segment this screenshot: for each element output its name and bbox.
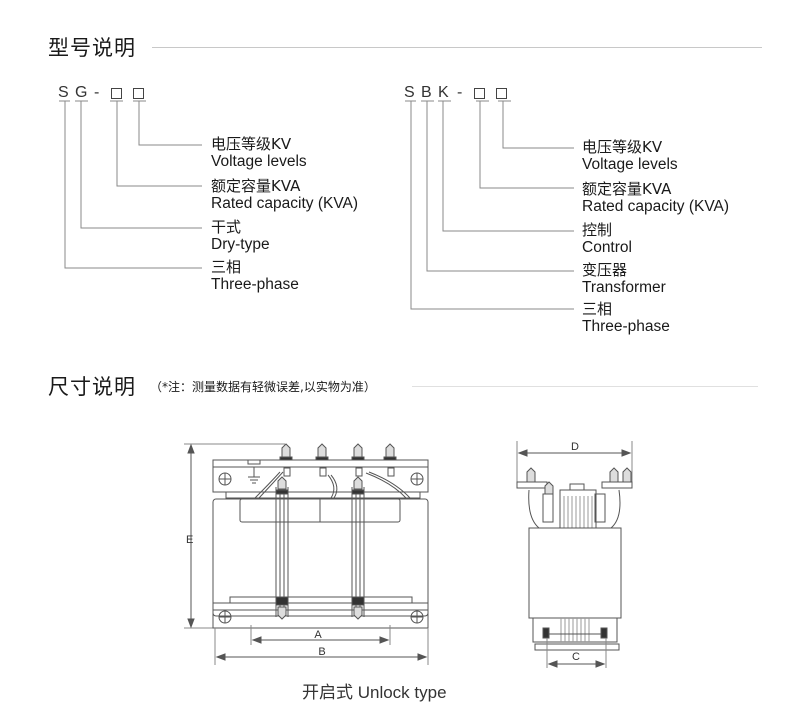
label-en: Three-phase [211,276,299,293]
label-cn: 变压器 [582,261,628,279]
sbk-label-control: 控制 Control [582,221,632,257]
label-en: Three-phase [582,318,670,335]
dimension-label-c: C [572,651,580,663]
sg-label-threephase: 三相 Three-phase [211,258,299,294]
code-dash: - [457,84,463,101]
code-letter-k: K [438,84,449,101]
placeholder-box [496,88,507,99]
code-letter-b: B [421,84,432,101]
label-cn: 控制 [582,221,613,239]
placeholder-box [111,88,122,99]
label-en: Rated capacity (KVA) [582,198,730,215]
label-en: Rated capacity (KVA) [211,195,359,212]
label-en: Transformer [582,279,666,296]
front-view-drawing: E A B [184,443,429,665]
sg-label-capacity: 额定容量KVA Rated capacity (KVA) [211,177,358,213]
placeholder-box [474,88,485,99]
code-letter-s: S [404,84,415,101]
label-cn: 电压等级KV [211,135,292,153]
sbk-label-voltage: 电压等级KV Voltage levels [582,138,678,174]
dimension-divider [412,386,758,387]
terminal [279,443,397,461]
title-divider [152,47,762,48]
label-cn: 三相 [582,300,613,318]
code-letter-g: G [75,84,88,101]
label-en: Voltage levels [582,156,678,173]
sg-label-voltage: 电压等级KV Voltage levels [211,135,307,171]
label-cn: 干式 [211,218,242,236]
sg-model-code: S G - [58,84,158,104]
placeholder-box [133,88,144,99]
dimension-label-b: B [318,646,325,658]
drawing-caption: 开启式 Unlock type [302,683,447,702]
label-en: Dry-type [211,236,270,253]
side-view-drawing: D C [516,441,633,668]
sbk-model-code: S B K - [404,84,524,104]
label-en: Voltage levels [211,153,307,170]
sg-connector-lines [59,100,574,310]
code-letter-s: S [58,84,69,101]
label-en: Control [582,239,632,256]
label-cn: 额定容量KVA [211,177,301,195]
code-dash: - [94,84,100,101]
model-section-title: 型号说明 [48,36,136,60]
sbk-label-threephase: 三相 Three-phase [582,300,670,336]
dimension-label-a: A [314,629,322,641]
dimension-label-e: E [186,534,193,546]
label-cn: 三相 [211,258,242,276]
dimension-section-title: 尺寸说明 [48,375,136,399]
label-cn: 额定容量KVA [582,180,672,198]
sg-label-drytype: 干式 Dry-type [211,218,270,254]
sbk-label-transformer: 变压器 Transformer [582,261,666,297]
measurement-note: （*注：测量数据有轻微误差,以实物为准） [150,380,376,394]
label-cn: 电压等级KV [582,138,663,156]
sbk-label-capacity: 额定容量KVA Rated capacity (KVA) [582,180,729,216]
dimension-label-d: D [571,441,579,453]
